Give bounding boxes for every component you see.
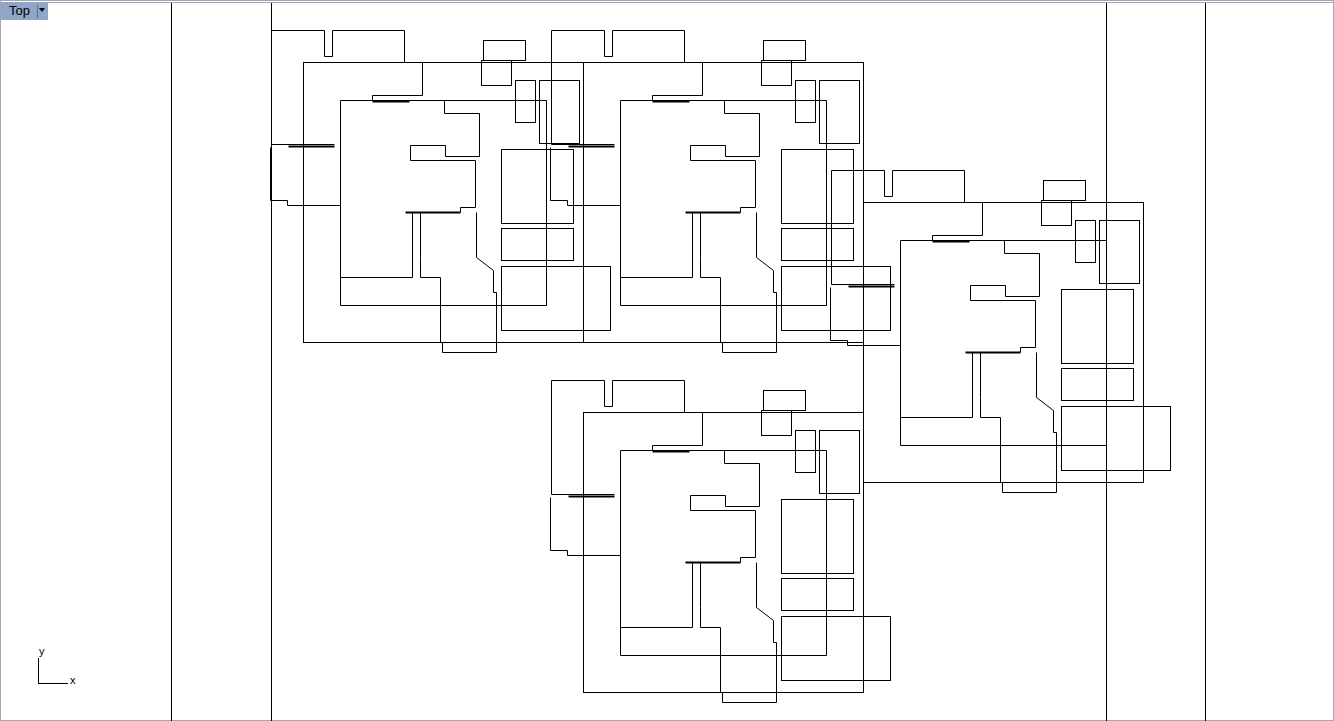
axis-label: x [70,674,76,686]
axis-icon [38,658,68,684]
view-tab [1,2,48,20]
axis-label: y [39,645,45,657]
view-name: Top [9,3,30,18]
